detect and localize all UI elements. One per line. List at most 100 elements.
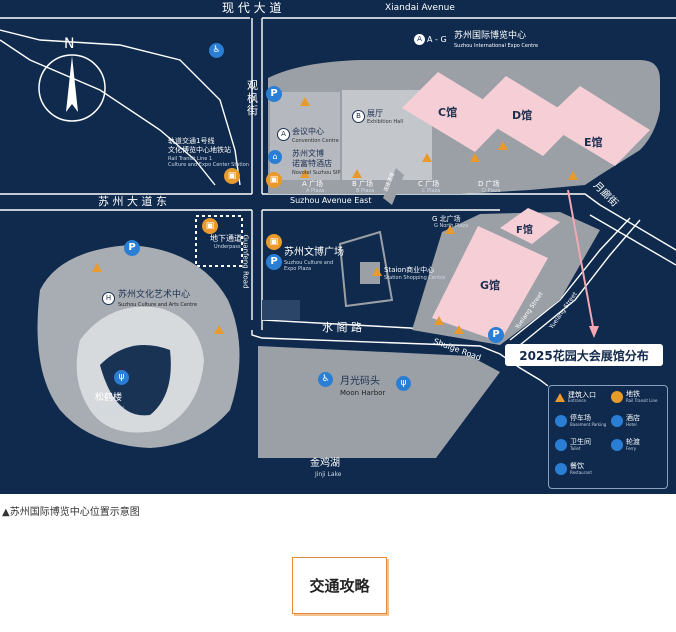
guanfeng-road-label-zh: 观枫街 (247, 79, 258, 118)
hall-f-shape (500, 208, 560, 244)
plaza-lower (262, 300, 300, 320)
conference-center-label-en: Convention Centre (292, 138, 339, 144)
culture-plaza-label-en1: Suzhou Culture and (284, 260, 334, 266)
hall-d-shape (470, 76, 578, 156)
toilet-icon: ♿ (209, 43, 224, 58)
legend-entrance-en: Entrance (568, 398, 586, 404)
metro-icon-underpass: ▣ (202, 218, 218, 234)
legend-ferry-zh: 轮渡 (626, 438, 640, 447)
hotel-label-zh1: 苏州文博 (292, 149, 324, 158)
expo-center-title-en: Suzhou International Expo Centre (454, 43, 539, 49)
hotel-icon: ⌂ (268, 150, 282, 164)
expo-center-map: 现 代 大 道 Xiandai Avenue 苏 州 大 道 东 Suzhou … (0, 0, 676, 494)
toilet-legend-icon (555, 439, 567, 451)
hall-g-shape (432, 226, 548, 342)
b-plaza-label-en: B Plaza (356, 188, 375, 194)
moon-harbor-area (258, 346, 500, 458)
entrance-triangle-icon (555, 393, 565, 403)
station-building-block (360, 262, 380, 284)
north-arrow (38, 54, 106, 122)
metro-icon: ▣ (224, 168, 240, 184)
expo-ag-text: A - G (427, 34, 447, 44)
underpass-label-en: Underpass (214, 244, 241, 250)
legend-metro-en: Rail Transit Line (626, 397, 658, 403)
xiandai-road-label-zh: 现 代 大 道 (222, 1, 282, 15)
songhelou-label-en2: Restaurant (95, 411, 123, 417)
parking-legend-icon (555, 415, 567, 427)
restaurant-legend-icon (555, 463, 567, 475)
hall-g-label: G馆 (480, 279, 501, 292)
g-north-plaza-label-en: G North Plaza (434, 223, 469, 229)
metro-line-label-zh2: 文化博览中心地铁站 (168, 146, 231, 154)
expo-ag-badge: A A - G (414, 34, 447, 45)
culture-plaza-label-zh: 苏州文博广场 (284, 247, 344, 258)
c-plaza-label: C 广场 (418, 180, 440, 188)
b-plaza-label: B 广场 (352, 180, 374, 188)
moon-harbor-label-en: Moon Harbor (340, 389, 386, 397)
toilet-icon-harbor: ♿ (318, 372, 333, 387)
culture-arts-centre-label: 苏州文化艺术中心 (118, 290, 191, 300)
metro-icon-plaza: ▣ (266, 172, 282, 188)
parking-icon-expo: P (266, 86, 282, 102)
metro-icon-plaza-south: ▣ (266, 234, 282, 250)
shuige-road-label-zh: 水 阁 路 (322, 321, 362, 334)
parking-icon-hall-g: P (488, 327, 504, 343)
legend-metro-zh: 地铁 (626, 390, 640, 399)
underpass-label-zh: 地下通道 (210, 234, 242, 243)
hall-e-label: E馆 (584, 136, 603, 149)
callout-arrow-head (589, 326, 599, 338)
entrance-markers (92, 97, 578, 334)
d-plaza-label: D 广场 (478, 180, 500, 188)
jinji-lake-label-zh: 金鸡湖 (310, 458, 340, 469)
parking-icon-culture: P (124, 240, 140, 256)
hotel-label-en: Novotel Suzhou SIP (292, 170, 341, 176)
ferry-legend-icon (611, 439, 623, 451)
hall-c-shape (402, 72, 510, 152)
hotel-label-zh2: 诺富特酒店 (292, 159, 332, 168)
badge-h-culture: H (102, 292, 115, 305)
callout-arrow-line (567, 189, 595, 333)
legend-entrance-zh: 建筑入口 (568, 391, 596, 399)
traffic-guide-button[interactable]: 交通攻略 (292, 557, 387, 614)
station-mall-label: Staion商业中心 (384, 266, 435, 274)
legend-toilet-en: Toilet (570, 445, 581, 451)
xiandai-road-label-en: Xiandai Avenue (385, 3, 455, 13)
legend-hotel-zh: 酒店 (626, 414, 640, 423)
songhelou-label-zh: 松鹤楼 (95, 393, 123, 403)
hall-e-shape (542, 86, 650, 166)
g-north-plaza-label: G 北广场 (432, 215, 461, 223)
legend-parking-en: Basement Parking (570, 421, 607, 427)
culture-plaza-label-en2: Expo Plaza (284, 266, 312, 272)
moon-harbor-label-zh: 月光码头 (340, 376, 380, 387)
metro-line-label-en2: Culture and Expo Center Station (168, 162, 249, 168)
jinji-lake-label-en: Jinji Lake (315, 471, 342, 478)
legend-parking-zh: 停车场 (570, 414, 591, 423)
legend-ferry-en: Ferry (626, 445, 637, 451)
conference-center-label: 会议中心 (292, 127, 324, 136)
hall-f-label: F馆 (516, 225, 533, 236)
map-drawing (0, 17, 676, 458)
expo-center-title-zh: 苏州国际博览中心 (454, 31, 527, 41)
restaurant-icon-harbor: ψ (396, 376, 411, 391)
station-mall-label-en: Station Shopping Centre (384, 275, 446, 281)
d-plaza-label-en: D Plaza (482, 188, 501, 194)
hall-c-label: C馆 (438, 106, 458, 119)
garden-expo-callout: 2025花园大会展馆分布 (505, 344, 663, 366)
hall-d-label: D馆 (512, 109, 533, 122)
metro-line-label-zh1: 轨道交通1号线 (168, 137, 215, 145)
metro-legend-icon (611, 391, 623, 403)
songhelou-label-en1: Song-Helou (95, 405, 124, 411)
map-caption: ▲苏州国际博览中心位置示意图 (2, 507, 140, 518)
north-label: N (64, 36, 75, 52)
badge-b-exhibition: B (352, 110, 365, 123)
badge-a-icon: A (414, 34, 425, 45)
restaurant-icon: ψ (114, 370, 129, 385)
